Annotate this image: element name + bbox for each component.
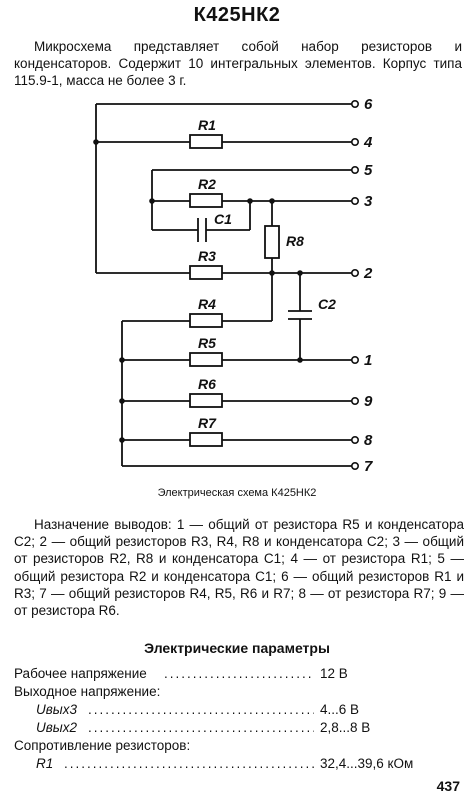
- pin-5: 5: [364, 162, 373, 179]
- pin-3: 3: [364, 193, 373, 210]
- pin-8: 8: [364, 432, 373, 449]
- param-value: 32,4...39,6 кОм: [320, 756, 414, 771]
- param-row: Uвых3 ..................................…: [14, 702, 464, 720]
- leader-dots: ........................................…: [88, 702, 314, 717]
- page-title: К425НК2: [193, 4, 281, 26]
- label-c2: C2: [318, 296, 336, 312]
- pin-4: 4: [363, 134, 373, 151]
- label-r5: R5: [198, 335, 216, 351]
- param-label: Сопротивление резисторов:: [14, 738, 191, 753]
- param-row: Uвых2 ..................................…: [14, 720, 464, 738]
- param-label: Uвых2: [36, 720, 77, 735]
- schematic-caption: Электрическая схема К425НК2: [157, 487, 317, 499]
- pin-6: 6: [364, 96, 373, 113]
- label-c1: C1: [214, 211, 232, 227]
- pin-1: 1: [364, 352, 372, 369]
- param-value: 12 В: [320, 666, 348, 681]
- circuit-schematic: R1 R2 C1 R8 R3 C2 R4 R5 R6 R7 6 4 5 3 2 …: [93, 96, 373, 475]
- param-label: Рабочее напряжение: [14, 666, 147, 681]
- param-row: Сопротивление резисторов:: [14, 738, 464, 756]
- label-r7: R7: [198, 415, 217, 431]
- label-r4: R4: [198, 296, 216, 312]
- param-row: R1 .....................................…: [14, 756, 464, 774]
- param-value: 2,8...8 В: [320, 720, 371, 735]
- leader-dots: ........................................…: [88, 720, 314, 735]
- label-r8: R8: [286, 233, 304, 249]
- param-row: Рабочее напряжение .....................…: [14, 666, 464, 684]
- intro-paragraph: Микросхема представляет собой набор рези…: [14, 39, 462, 88]
- pin-9: 9: [364, 393, 373, 410]
- pin-2: 2: [363, 265, 373, 282]
- param-value: 4...6 В: [320, 702, 360, 717]
- param-label: Uвых3: [36, 702, 77, 717]
- label-r3: R3: [198, 248, 216, 264]
- label-r6: R6: [198, 376, 216, 392]
- param-label: R1: [36, 756, 54, 771]
- param-label: Выходное напряжение:: [14, 684, 161, 699]
- pin-7: 7: [364, 458, 373, 475]
- label-r2: R2: [198, 176, 216, 192]
- leader-dots: ........................................…: [164, 666, 314, 681]
- leader-dots: ........................................…: [64, 756, 314, 771]
- param-row: Выходное напряжение:: [14, 684, 464, 702]
- pin-assignment-paragraph: Назначение выводов: 1 — общий от резисто…: [14, 517, 464, 619]
- params-heading: Электрические параметры: [144, 640, 330, 656]
- label-r1: R1: [198, 117, 216, 133]
- page-number: 437: [436, 778, 460, 794]
